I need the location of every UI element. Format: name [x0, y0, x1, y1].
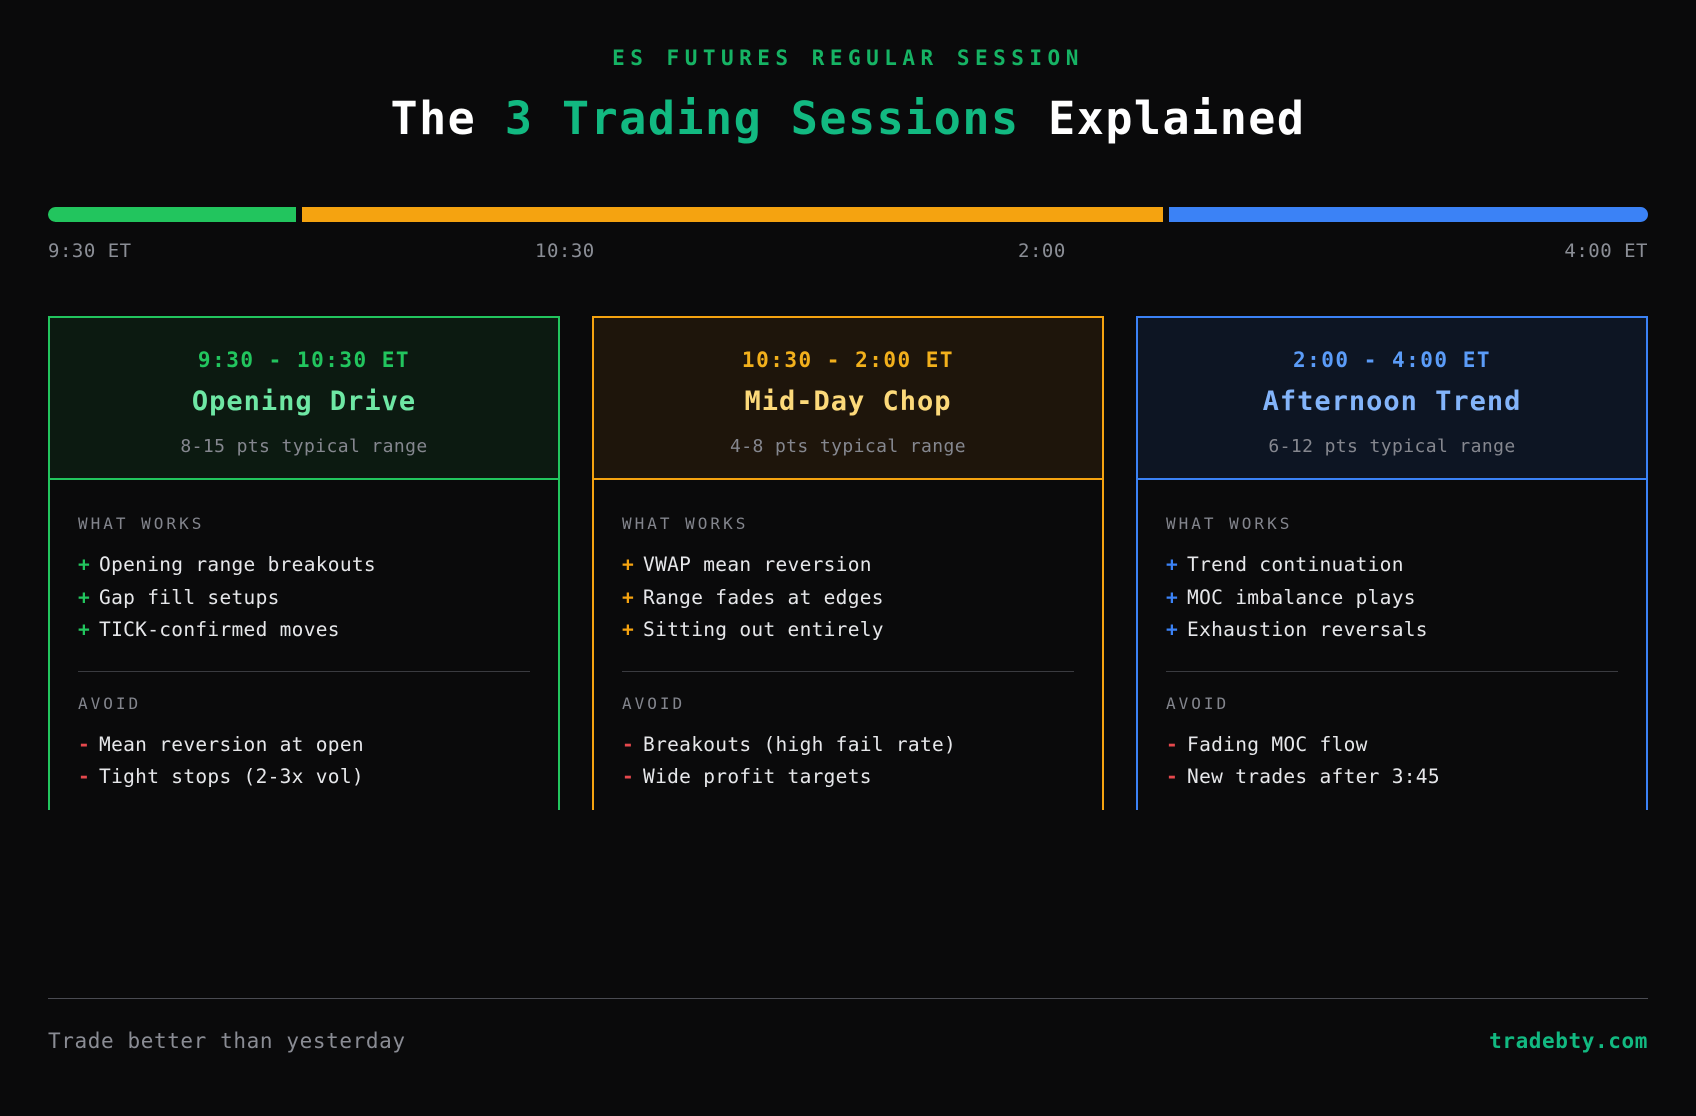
- list-item: + Range fades at edges: [622, 582, 1074, 615]
- card-title: Opening Drive: [191, 386, 417, 417]
- timeline-label-3: 4:00 ET: [1564, 240, 1648, 262]
- plus-icon: +: [622, 553, 635, 576]
- list-item-text: Exhaustion reversals: [1187, 618, 1428, 641]
- title-part-2: Explained: [1019, 92, 1306, 145]
- list-item: + Opening range breakouts: [78, 549, 530, 582]
- list-item: -Wide profit targets: [622, 761, 1074, 794]
- list-item: + Gap fill setups: [78, 582, 530, 615]
- timeline-segment-mid-day-chop: [302, 207, 1163, 222]
- card-typical-range: 8-15 pts typical range: [180, 436, 428, 457]
- plus-icon: +: [1166, 553, 1179, 576]
- minus-icon: -: [78, 732, 91, 756]
- timeline-bar: [48, 207, 1648, 222]
- list-item-text: MOC imbalance plays: [1187, 585, 1416, 609]
- card-header: 2:00 - 4:00 ET Afternoon Trend 6-12 pts …: [1138, 318, 1646, 480]
- list-item-text: Gap fill setups: [99, 585, 280, 609]
- list-item-text: VWAP mean reversion: [643, 553, 872, 576]
- list-item: + Sitting out entirely: [622, 614, 1074, 647]
- timeline-label-0: 9:30 ET: [48, 240, 132, 262]
- list-item: -Mean reversion at open: [78, 729, 530, 762]
- list-item-text: Opening range breakouts: [99, 553, 376, 576]
- list-item: + Exhaustion reversals: [1166, 614, 1618, 647]
- section-divider: [78, 670, 530, 672]
- session-card-mid-day-chop[interactable]: 10:30 - 2:00 ET Mid-Day Chop 4-8 pts typ…: [592, 316, 1104, 814]
- footer-site-link[interactable]: tradebty.com: [1489, 1029, 1648, 1053]
- infographic-page: ES FUTURES REGULAR SESSION The 3 Trading…: [0, 46, 1696, 1116]
- title-accent: 3 Trading Sessions: [504, 92, 1020, 145]
- footer-divider: [48, 998, 1648, 999]
- timeline-labels: 9:30 ET 10:30 2:00 4:00 ET: [48, 240, 1648, 268]
- card-body: WHAT WORKS + VWAP mean reversion + Range f…: [594, 480, 1102, 814]
- card-typical-range: 4-8 pts typical range: [730, 436, 966, 457]
- what-works-label: WHAT WORKS: [78, 514, 205, 533]
- card-title: Mid-Day Chop: [744, 386, 952, 417]
- avoid-label: AVOID: [78, 693, 142, 713]
- minus-icon: -: [622, 732, 635, 756]
- list-item-text: Sitting out entirely: [643, 618, 884, 641]
- title-part-1: The: [390, 92, 505, 145]
- plus-icon: +: [78, 585, 91, 609]
- timeline-label-1: 10:30: [535, 240, 595, 262]
- session-card-afternoon-trend[interactable]: 2:00 - 4:00 ET Afternoon Trend 6-12 pts …: [1136, 316, 1648, 814]
- minus-icon: -: [622, 765, 635, 788]
- list-item-text: Wide profit targets: [643, 765, 872, 788]
- plus-icon: +: [78, 618, 91, 641]
- footer: Trade better than yesterday tradebty.com: [48, 1029, 1648, 1053]
- card-time-range: 2:00 - 4:00 ET: [1292, 348, 1491, 372]
- plus-icon: +: [1166, 585, 1179, 609]
- plus-icon: +: [622, 585, 635, 609]
- session-card-opening-drive[interactable]: 9:30 - 10:30 ET Opening Drive 8-15 pts t…: [48, 316, 560, 814]
- list-item: + Trend continuation: [1166, 549, 1618, 582]
- session-cards: 9:30 - 10:30 ET Opening Drive 8-15 pts t…: [48, 316, 1648, 814]
- card-typical-range: 6-12 pts typical range: [1268, 436, 1516, 457]
- avoid-label: AVOID: [622, 693, 686, 713]
- list-item: -Breakouts (high fail rate): [622, 729, 1074, 762]
- footer-tagline: Trade better than yesterday: [48, 1029, 406, 1053]
- minus-icon: -: [1166, 732, 1179, 756]
- list-item-text: TICK-confirmed moves: [99, 618, 340, 641]
- card-body: WHAT WORKS + Trend continuation + MOC imba…: [1138, 480, 1646, 814]
- list-item-text: New trades after 3:45: [1187, 765, 1440, 788]
- list-item-text: Tight stops (2-3x vol): [99, 765, 364, 788]
- section-divider: [1166, 670, 1618, 672]
- plus-icon: +: [622, 618, 635, 641]
- list-item: + TICK-confirmed moves: [78, 614, 530, 647]
- plus-icon: +: [78, 553, 91, 576]
- page-title: The 3 Trading Sessions Explained: [48, 92, 1648, 145]
- section-divider: [622, 670, 1074, 672]
- list-item: + MOC imbalance plays: [1166, 582, 1618, 615]
- list-item: -Fading MOC flow: [1166, 729, 1618, 762]
- what-works-label: WHAT WORKS: [622, 514, 749, 533]
- list-item: + VWAP mean reversion: [622, 549, 1074, 582]
- session-timeline: 9:30 ET 10:30 2:00 4:00 ET: [48, 207, 1648, 268]
- minus-icon: -: [78, 765, 91, 788]
- card-title: Afternoon Trend: [1262, 386, 1522, 417]
- card-header: 9:30 - 10:30 ET Opening Drive 8-15 pts t…: [50, 318, 558, 480]
- list-item-text: Trend continuation: [1187, 553, 1404, 576]
- plus-icon: +: [1166, 618, 1179, 641]
- eyebrow-label: ES FUTURES REGULAR SESSION: [612, 46, 1084, 70]
- list-item: -Tight stops (2-3x vol): [78, 761, 530, 794]
- list-item-text: Breakouts (high fail rate): [643, 732, 957, 756]
- timeline-label-2: 2:00: [1018, 240, 1066, 262]
- card-time-range: 10:30 - 2:00 ET: [741, 348, 955, 372]
- avoid-label: AVOID: [1166, 693, 1230, 713]
- timeline-segment-opening-drive: [48, 207, 296, 222]
- list-item-text: Fading MOC flow: [1187, 732, 1368, 756]
- list-item: -New trades after 3:45: [1166, 761, 1618, 794]
- card-body: WHAT WORKS + Opening range breakouts + Gap…: [50, 480, 558, 814]
- list-item-text: Range fades at edges: [643, 585, 884, 609]
- card-header: 10:30 - 2:00 ET Mid-Day Chop 4-8 pts typ…: [594, 318, 1102, 480]
- what-works-label: WHAT WORKS: [1166, 514, 1293, 533]
- timeline-segment-afternoon-trend: [1168, 207, 1648, 222]
- card-time-range: 9:30 - 10:30 ET: [197, 348, 411, 372]
- list-item-text: Mean reversion at open: [99, 732, 364, 756]
- minus-icon: -: [1166, 765, 1179, 788]
